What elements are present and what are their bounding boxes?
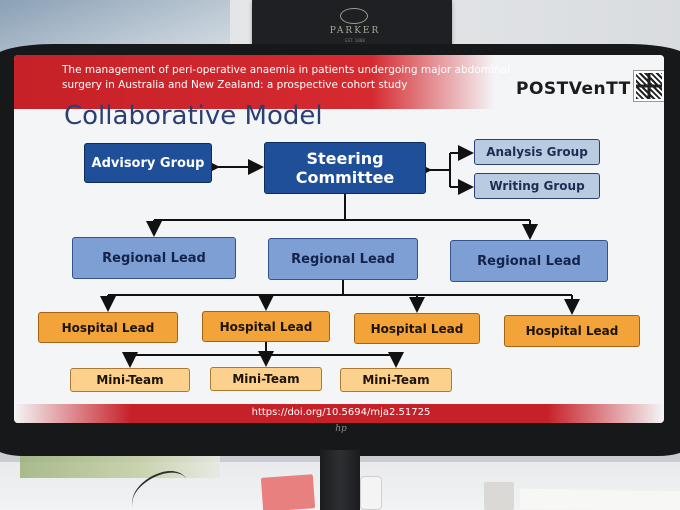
hospital-lead-box: Hospital Lead [38, 312, 178, 343]
regional-lead-box: Regional Lead [268, 238, 418, 280]
slide-title: Collaborative Model [64, 101, 323, 131]
footer-band [14, 404, 664, 423]
writing-group-box: Writing Group [474, 173, 600, 199]
paper-sheet [519, 488, 680, 510]
sticky-notes [260, 474, 316, 510]
mini-team-box: Mini-Team [340, 368, 452, 392]
presentation-slide: The management of peri-operative anaemia… [14, 55, 664, 423]
pen-box-brand: PARKER [329, 26, 381, 36]
hospital-lead-box: Hospital Lead [504, 315, 640, 347]
hp-logo: hp [335, 424, 347, 434]
desk-device [360, 476, 382, 510]
advisory-group-box: Advisory Group [84, 143, 212, 183]
mini-team-box: Mini-Team [210, 367, 322, 391]
study-title: The management of peri-operative anaemia… [62, 64, 510, 91]
doi-link[interactable]: https://doi.org/10.5694/mja2.51725 [251, 407, 431, 418]
org-chart-connectors [100, 145, 580, 368]
hospital-lead-box: Hospital Lead [354, 313, 480, 344]
qr-code-icon [633, 70, 664, 102]
monitor-stand [320, 450, 360, 510]
analysis-group-box: Analysis Group [474, 139, 600, 165]
regional-lead-box: Regional Lead [450, 240, 608, 282]
header-band [14, 55, 664, 109]
parker-logo [340, 8, 368, 24]
pen-cup [484, 482, 514, 510]
hospital-lead-box: Hospital Lead [202, 311, 330, 342]
pen-box-subtext: EST. 1888 [345, 38, 365, 43]
postventt-logo: POSTVenTT [516, 79, 631, 99]
mini-team-box: Mini-Team [70, 368, 190, 392]
steering-committee-box: Steering Committee [264, 142, 426, 194]
plant-background [20, 452, 220, 478]
regional-lead-box: Regional Lead [72, 237, 236, 279]
